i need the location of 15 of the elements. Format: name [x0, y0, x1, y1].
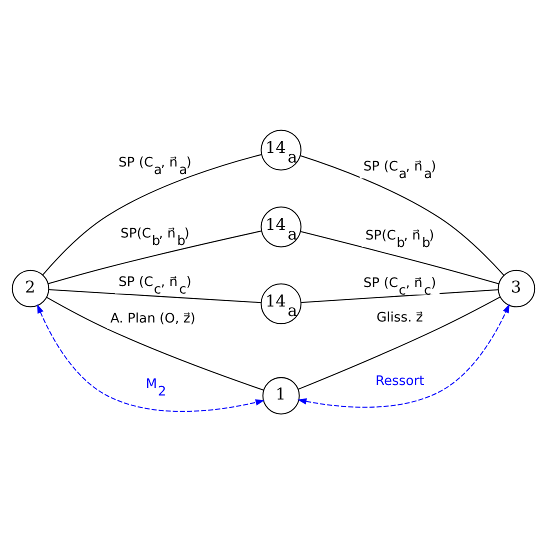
connector: [300, 154, 504, 275]
node-circle: 2: [12, 269, 50, 307]
connector: [298, 296, 500, 390]
edge-label: A. Plan (O, z⃗): [110, 310, 196, 326]
connector: [46, 296, 264, 390]
edge-label: Ressort: [375, 374, 424, 389]
connector: [48, 288, 261, 303]
arrow: [37, 304, 265, 412]
node-circle: 3: [498, 269, 536, 307]
node-circle: 1: [262, 376, 300, 414]
connector: [300, 230, 499, 284]
connector: [301, 288, 498, 303]
connector: [48, 230, 262, 284]
edge-label: Gliss. z⃗: [376, 310, 423, 325]
arrow: [297, 303, 510, 408]
